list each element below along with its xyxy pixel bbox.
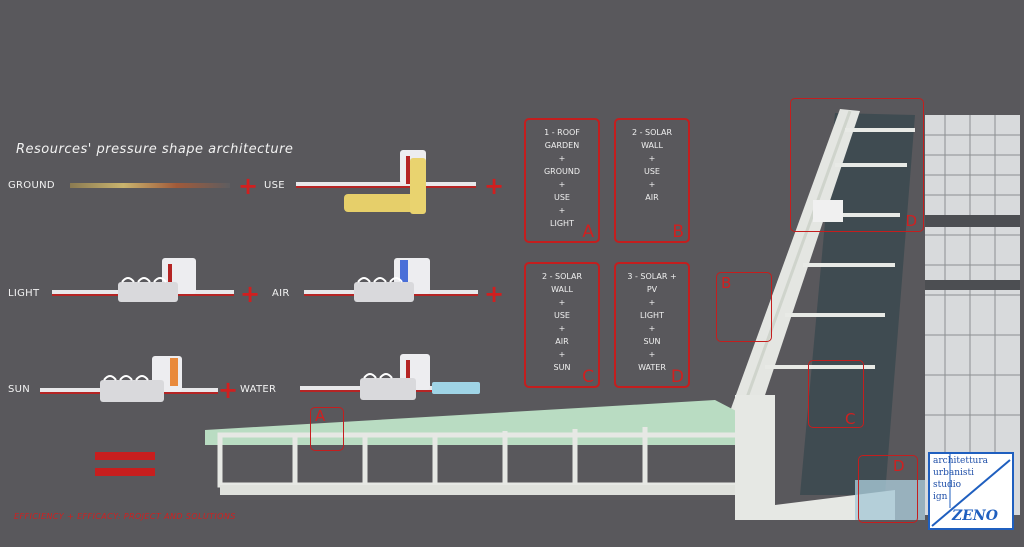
label-light: LIGHT xyxy=(8,288,40,299)
label-use: USE xyxy=(264,180,285,191)
resource-box-d: 3 - SOLAR +PV +LIGHT +SUN +WATER D xyxy=(614,262,690,388)
highlight-b: B xyxy=(716,272,772,342)
equals-bar-bottom xyxy=(95,468,155,476)
studio-logo: architettura urbanisti studio ign ZENO xyxy=(928,452,1014,530)
air-section-illustration xyxy=(304,258,478,302)
plus-sign: + xyxy=(238,172,259,200)
box-letter: B xyxy=(672,222,684,242)
label-ground: GROUND xyxy=(8,180,55,191)
box-letter: D xyxy=(670,367,684,387)
water-section-illustration xyxy=(300,354,480,400)
sun-section-illustration xyxy=(40,356,218,402)
footer-caption: EFFICIENCY + EFFICACY: PROJECT AND SOLUT… xyxy=(14,512,236,521)
label-air: AIR xyxy=(272,288,290,299)
logo-mark xyxy=(931,454,1011,527)
use-section-illustration xyxy=(296,150,476,214)
highlight-c: C xyxy=(808,360,864,428)
logo-wordmark: ZENO xyxy=(952,508,998,524)
plus-sign: + xyxy=(484,280,505,308)
building-section-illustration xyxy=(205,109,1020,520)
equals-bar-top xyxy=(95,452,155,460)
plus-sign: + xyxy=(240,280,261,308)
label-water: WATER xyxy=(240,384,277,395)
light-section-illustration xyxy=(52,258,234,302)
highlight-d-top: D xyxy=(790,98,924,232)
plus-sign: + xyxy=(218,376,239,404)
label-sun: SUN xyxy=(8,384,31,395)
box-letter: A xyxy=(582,222,594,242)
diagram-title: Resources' pressure shape architecture xyxy=(16,142,294,157)
plus-sign: + xyxy=(484,172,505,200)
highlight-d-bottom: D xyxy=(858,455,918,523)
highlight-a: A xyxy=(310,407,344,451)
box-letter: C xyxy=(582,367,594,387)
ground-strip xyxy=(70,183,230,188)
